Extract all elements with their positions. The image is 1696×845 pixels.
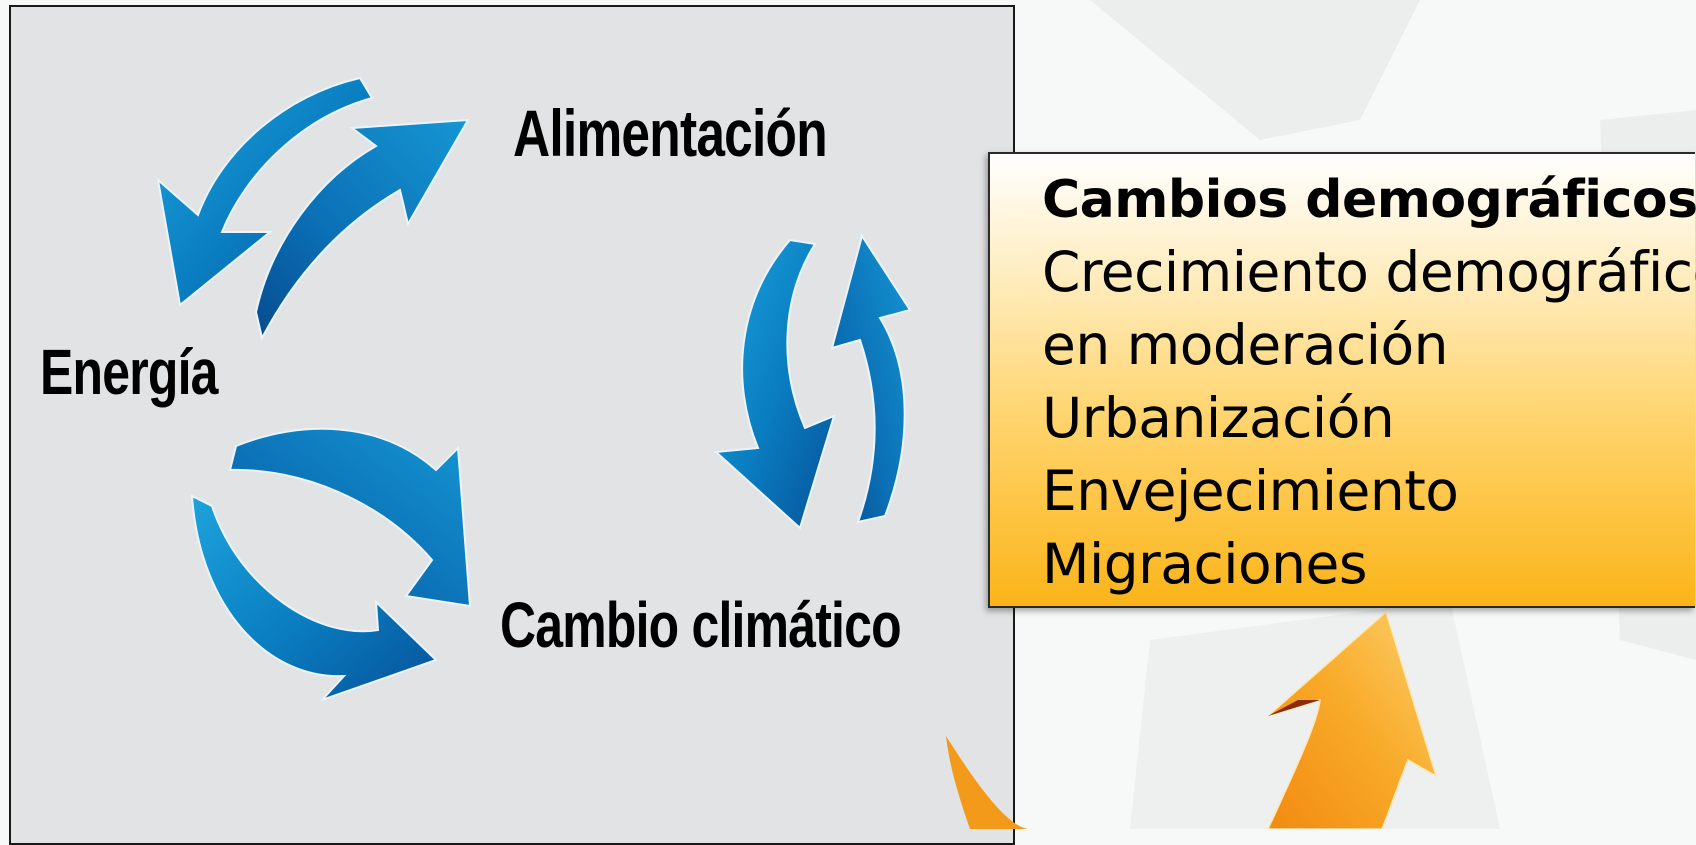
info-item-moderation: en moderación — [1042, 313, 1449, 377]
info-item-migration: Migraciones — [1042, 532, 1367, 596]
label-energia: Energía — [40, 336, 218, 408]
label-cambio-climatico: Cambio climático — [500, 589, 902, 661]
info-item-growth: Crecimiento demográfico — [1042, 240, 1696, 304]
info-item-urbanization: Urbanización — [1042, 386, 1395, 450]
info-item-aging: Envejecimiento — [1042, 459, 1459, 523]
cycle-arrows-top-icon — [156, 76, 470, 341]
cycle-arrows-right-icon — [713, 233, 912, 530]
demographic-changes-box: Cambios demográficos: Crecimiento demogr… — [988, 152, 1696, 608]
diagram-panel — [9, 5, 1015, 845]
info-box-title: Cambios demográficos: — [1042, 170, 1696, 230]
label-alimentacion: Alimentación — [513, 96, 828, 170]
cycle-arrows-bottom-icon — [190, 427, 472, 701]
orange-up-arrow-icon — [946, 610, 1438, 829]
